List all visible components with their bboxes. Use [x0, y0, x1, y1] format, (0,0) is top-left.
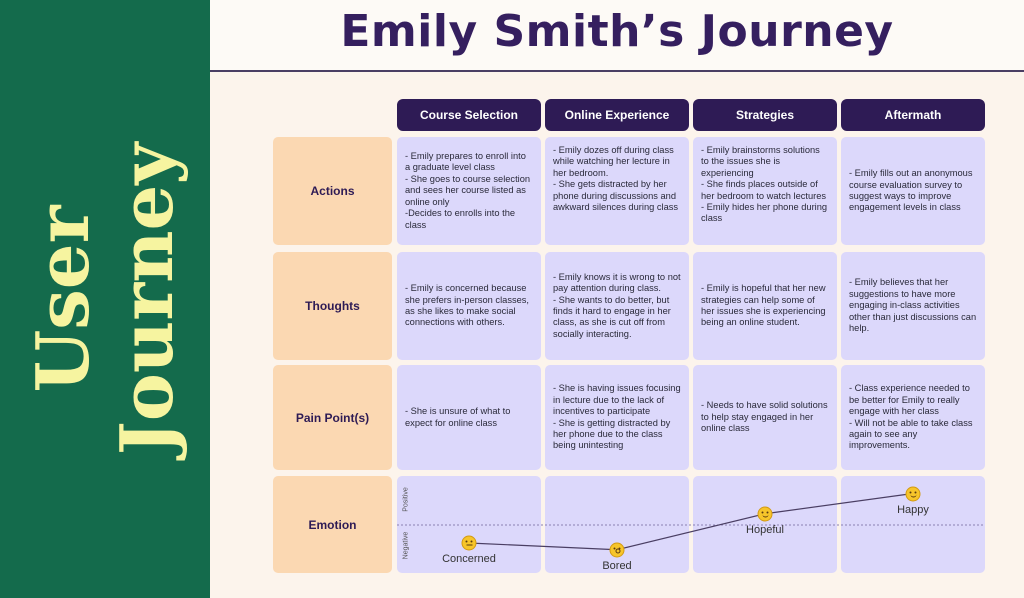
cell-pain-online-experience: - She is having issues focusing in lectu…	[545, 365, 689, 470]
cell-actions-aftermath: - Emily fills out an anonymous course ev…	[841, 137, 985, 245]
header: Emily Smith’s Journey	[210, 0, 1024, 72]
stage-header-course-selection: Course Selection	[397, 99, 541, 131]
worried-face-icon	[461, 535, 477, 551]
emotion-cell-online-experience	[545, 476, 689, 573]
emotion-label-concerned: Concerned	[442, 553, 496, 565]
row-label-pain-points: Pain Point(s)	[273, 365, 392, 470]
vertical-title-line2: Journey	[104, 142, 189, 456]
emotion-label-bored: Bored	[602, 559, 632, 572]
stage-header-aftermath: Aftermath	[841, 99, 985, 131]
grinning-face-icon	[905, 486, 921, 501]
cell-actions-online-experience: - Emily dozes off during class while wat…	[545, 137, 689, 245]
cell-pain-strategies: - Needs to have solid solutions to help …	[693, 365, 837, 470]
row-label-actions: Actions	[273, 137, 392, 245]
axis-label-positive: Positive	[402, 487, 410, 512]
stage-header-online-experience: Online Experience	[545, 99, 689, 131]
cell-thoughts-aftermath: - Emily believes that her suggestions to…	[841, 252, 985, 360]
cell-pain-course-selection: - She is unsure of what to expect for on…	[397, 365, 541, 470]
cell-thoughts-online-experience: - Emily knows it is wrong to not pay att…	[545, 252, 689, 360]
cell-thoughts-course-selection: - Emily is concerned because she prefers…	[397, 252, 541, 360]
vertical-title: User Journey	[20, 142, 189, 456]
cell-actions-course-selection: - Emily prepares to enroll into a gradua…	[397, 137, 541, 245]
row-label-thoughts: Thoughts	[273, 252, 392, 360]
smiling-face-icon	[757, 506, 773, 522]
emotion-label-hopeful: Hopeful	[746, 523, 784, 536]
cell-pain-aftermath: - Class experience needed to be better f…	[841, 365, 985, 470]
emotion-label-happy: Happy	[897, 503, 929, 516]
axis-label-negative: Negative	[402, 531, 410, 560]
vertical-title-line1: User	[20, 205, 105, 393]
bored-face-icon	[609, 542, 625, 558]
sidebar-banner: User Journey	[0, 0, 210, 598]
page-title: Emily Smith’s Journey	[340, 6, 894, 57]
row-label-emotion: Emotion	[273, 476, 392, 573]
stage-header-strategies: Strategies	[693, 99, 837, 131]
cell-thoughts-strategies: - Emily is hopeful that her new strategi…	[693, 252, 837, 360]
cell-actions-strategies: - Emily brainstorms solutions to the iss…	[693, 137, 837, 245]
